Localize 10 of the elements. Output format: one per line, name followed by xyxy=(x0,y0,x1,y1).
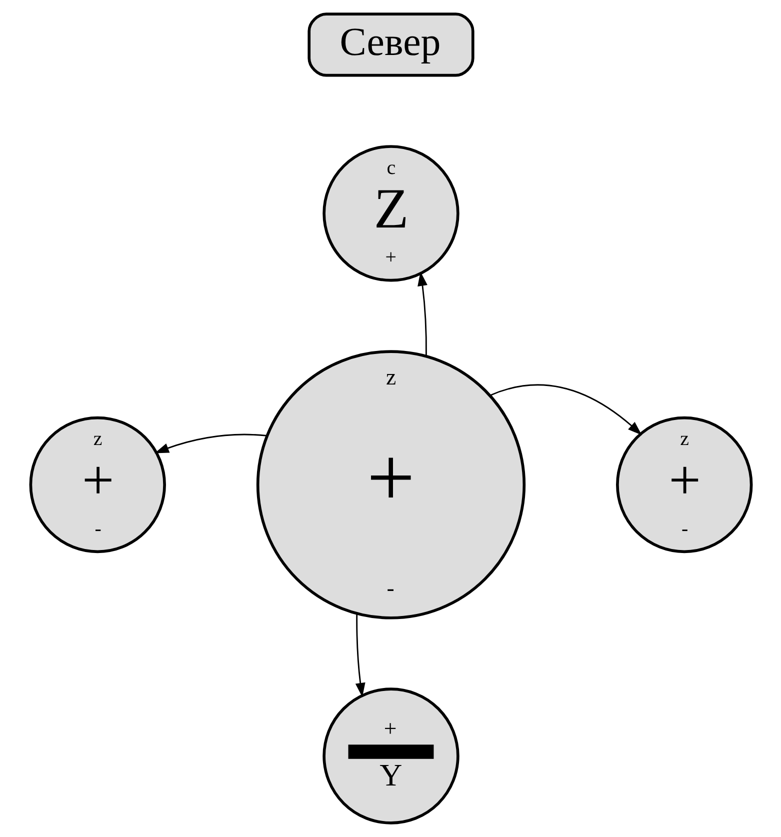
arrow xyxy=(154,434,267,454)
node-box: Север xyxy=(307,12,474,77)
node-circle: z + - xyxy=(256,350,526,620)
arrow xyxy=(489,384,642,436)
node-circle: + Y xyxy=(322,688,459,824)
node-circle: z + - xyxy=(28,416,166,554)
arrow xyxy=(417,272,427,356)
node-circle: с Z + xyxy=(322,145,459,282)
node-circle: z + - xyxy=(616,416,752,554)
arrow xyxy=(354,614,365,698)
